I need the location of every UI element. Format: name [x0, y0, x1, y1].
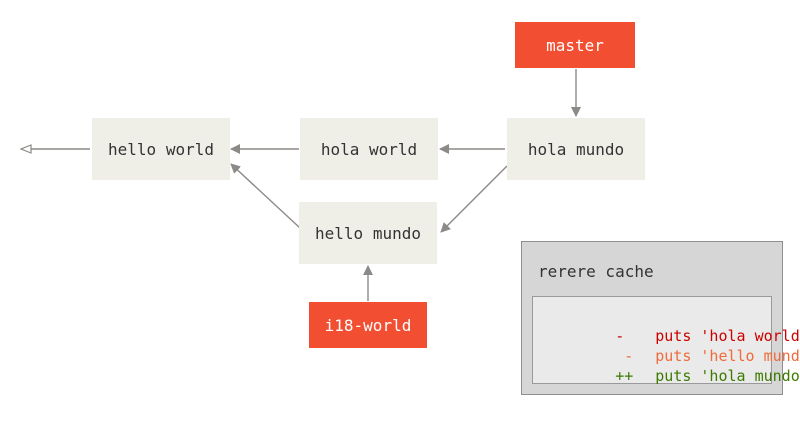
branch-label: master: [546, 35, 604, 55]
commit-hola-mundo: hola mundo: [507, 118, 645, 180]
diff-marker: -: [615, 347, 634, 365]
arrow-hola-mundo-to-hello-mundo: [440, 165, 508, 233]
diff-marker: -: [615, 327, 625, 345]
commit-label: hola mundo: [527, 139, 625, 159]
commit-hello-mundo: hello mundo: [299, 202, 437, 264]
diff-text: puts 'hola world': [655, 327, 800, 345]
cache-line: ++ puts 'hola mundo': [543, 349, 800, 403]
commit-label: hello mundo: [315, 223, 421, 243]
rerere-cache-title: rerere cache: [538, 262, 654, 281]
commit-hola-world: hola world: [300, 118, 438, 180]
commit-label: hola world: [320, 139, 418, 159]
diff-text: puts 'hola mundo': [655, 367, 800, 385]
rerere-cache-panel: rerere cache - puts 'hola world' - puts 'h…: [521, 241, 800, 395]
commit-hello-world: hello world: [92, 118, 230, 180]
cache-line: - puts 'hello mundo': [543, 329, 800, 383]
diff-text: puts 'hello mundo': [655, 347, 800, 365]
cache-line: - puts 'hola world': [543, 309, 800, 363]
branch-master: master: [515, 22, 635, 68]
rerere-cache-entry: - puts 'hola world' - puts 'hello mundo' +…: [532, 296, 800, 385]
commit-label: hello world: [108, 139, 214, 159]
arrow-hello-mundo-to-hello-world: [230, 163, 301, 229]
diff-marker: ++: [615, 367, 634, 385]
branch-i18-world: i18-world: [309, 302, 427, 348]
branch-label: i18-world: [324, 315, 412, 335]
